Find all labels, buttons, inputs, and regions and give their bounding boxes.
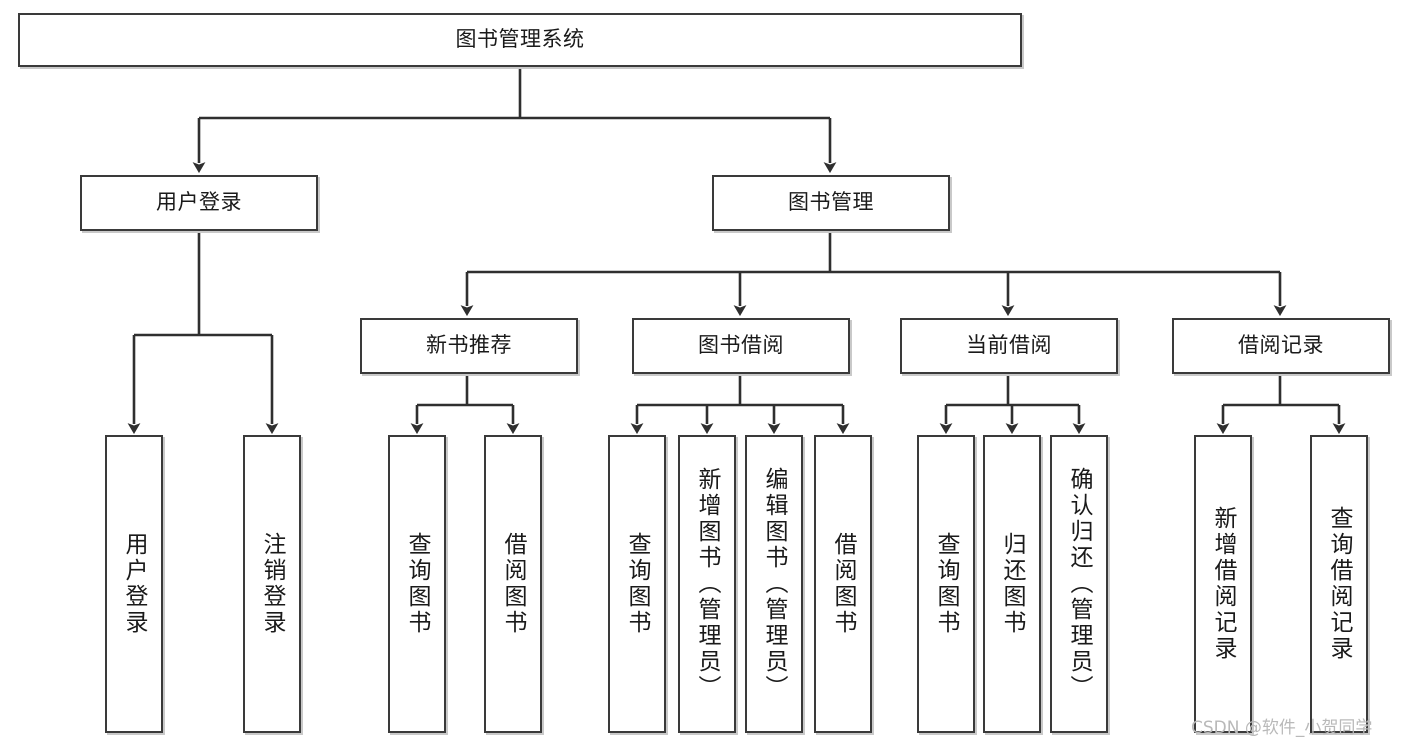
node-leaf-confirm-return-label: 确认归还（管理员） (1066, 467, 1093, 701)
node-leaf-borrow-book-2-label: 借阅图书 (830, 532, 857, 636)
node-root[interactable]: 图书管理系统 (18, 13, 1022, 67)
node-user-login-label: 用户登录 (156, 190, 242, 215)
node-leaf-borrow-book-2[interactable]: 借阅图书 (814, 435, 872, 733)
node-book-borrow[interactable]: 图书借阅 (632, 318, 850, 374)
node-leaf-borrow-book-1[interactable]: 借阅图书 (484, 435, 542, 733)
node-book-manage-label: 图书管理 (788, 190, 874, 215)
node-current-borrow-label: 当前借阅 (966, 333, 1052, 358)
node-book-manage[interactable]: 图书管理 (712, 175, 950, 231)
node-current-borrow[interactable]: 当前借阅 (900, 318, 1118, 374)
node-new-book-recommend-label: 新书推荐 (426, 333, 512, 358)
node-root-label: 图书管理系统 (455, 27, 585, 52)
node-leaf-user-login[interactable]: 用户登录 (105, 435, 163, 733)
node-leaf-query-book-3[interactable]: 查询图书 (917, 435, 975, 733)
node-leaf-query-record[interactable]: 查询借阅记录 (1310, 435, 1368, 733)
node-leaf-edit-book[interactable]: 编辑图书（管理员） (745, 435, 803, 733)
node-leaf-logout-label: 注销登录 (259, 532, 286, 636)
node-leaf-query-book-3-label: 查询图书 (933, 532, 960, 636)
node-borrow-record-label: 借阅记录 (1238, 333, 1324, 358)
node-book-borrow-label: 图书借阅 (698, 333, 784, 358)
node-leaf-add-record-label: 新增借阅记录 (1210, 506, 1237, 662)
node-leaf-borrow-book-1-label: 借阅图书 (500, 532, 527, 636)
csdn-watermark: CSDN @软件_小贺同学 (1191, 718, 1373, 738)
node-leaf-user-login-label: 用户登录 (121, 532, 148, 636)
node-leaf-confirm-return[interactable]: 确认归还（管理员） (1050, 435, 1108, 733)
node-borrow-record[interactable]: 借阅记录 (1172, 318, 1390, 374)
node-leaf-return-book-label: 归还图书 (999, 532, 1026, 636)
node-leaf-query-book-1-label: 查询图书 (404, 532, 431, 636)
node-leaf-logout[interactable]: 注销登录 (243, 435, 301, 733)
node-leaf-query-book-1[interactable]: 查询图书 (388, 435, 446, 733)
node-leaf-query-record-label: 查询借阅记录 (1326, 506, 1353, 662)
node-new-book-recommend[interactable]: 新书推荐 (360, 318, 578, 374)
node-leaf-add-book-label: 新增图书（管理员） (694, 467, 721, 701)
node-leaf-query-book-2[interactable]: 查询图书 (608, 435, 666, 733)
node-leaf-return-book[interactable]: 归还图书 (983, 435, 1041, 733)
node-leaf-query-book-2-label: 查询图书 (624, 532, 651, 636)
node-leaf-add-book[interactable]: 新增图书（管理员） (678, 435, 736, 733)
node-leaf-edit-book-label: 编辑图书（管理员） (761, 467, 788, 701)
node-user-login[interactable]: 用户登录 (80, 175, 318, 231)
node-leaf-add-record[interactable]: 新增借阅记录 (1194, 435, 1252, 733)
